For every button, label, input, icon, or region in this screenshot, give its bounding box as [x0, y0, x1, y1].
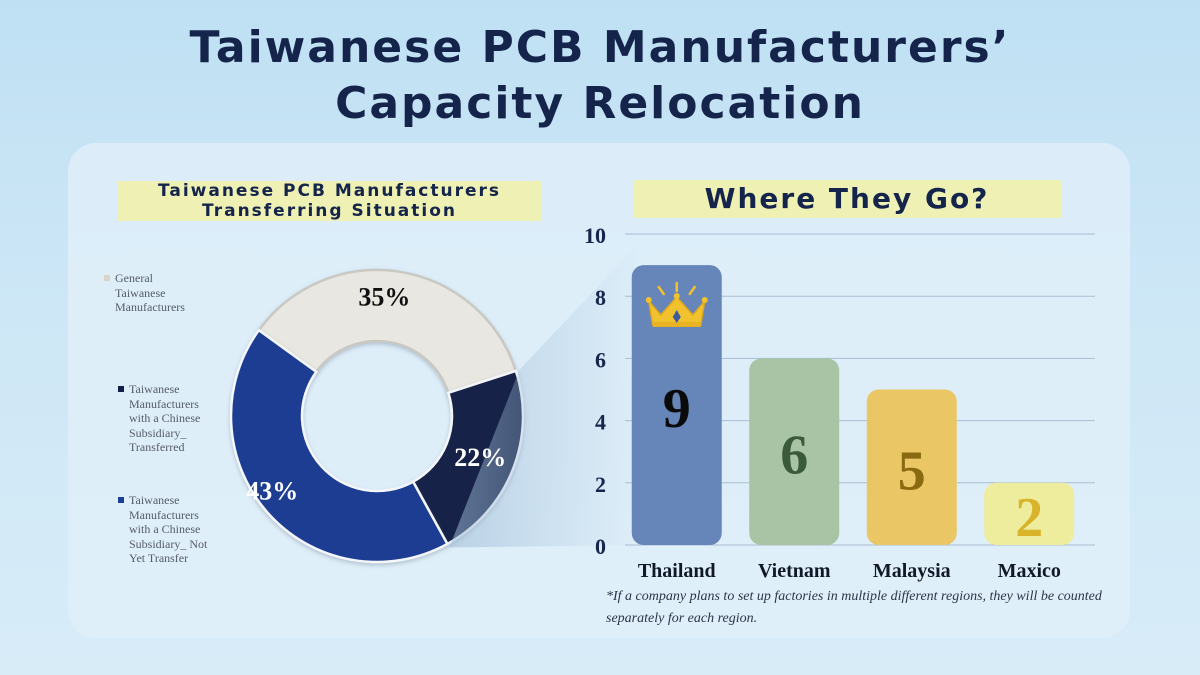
legend-label-line: Taiwanese: [115, 285, 166, 300]
donut-chart-title-line-2: Transferring Situation: [201, 201, 458, 221]
legend-label-line: General: [115, 271, 153, 285]
legend-label-line: Transferred: [129, 440, 185, 454]
legend-swatch: [118, 497, 124, 503]
donut-slice-label: 22%: [454, 443, 506, 472]
legend-label-line: Subsidiary_: [129, 425, 187, 440]
bar: [749, 358, 840, 545]
donut-chart-title: Taiwanese PCB Manufacturers Transferring…: [117, 181, 542, 221]
donut-slice: [257, 268, 518, 395]
y-tick-label: 0: [595, 534, 606, 559]
bar-value-label: 2: [1015, 487, 1043, 549]
zoom-wedge: [449, 240, 642, 548]
legend-swatch: [118, 386, 124, 392]
x-category-label: Vietnam: [758, 560, 831, 582]
bar: [866, 389, 957, 545]
legend-label-line: Manufacturers: [129, 507, 199, 522]
legend-label-line: with a Chinese: [129, 411, 201, 425]
bar-value-label: 9: [663, 378, 691, 440]
legend-swatch: [104, 275, 110, 281]
page-title-line-1: Taiwanese PCB Manufacturers’: [189, 22, 1011, 73]
y-tick-label: 8: [595, 285, 606, 310]
donut-slice: [229, 328, 450, 564]
donut-slice-label: 35%: [358, 282, 410, 311]
legend-label-line: with a Chinese: [129, 522, 201, 536]
y-tick-label: 4: [595, 410, 606, 435]
legend-label-line: Yet Transfer: [129, 551, 189, 565]
page-title: Taiwanese PCB Manufacturers’ Capacity Re…: [0, 20, 1200, 132]
donut-chart-title-line-1: Taiwanese PCB Manufacturers: [157, 181, 502, 201]
donut-slice-label: 43%: [246, 477, 298, 506]
bar: [631, 265, 722, 545]
legend-label-line: Taiwanese: [129, 382, 180, 396]
legend-label-line: Manufacturers: [129, 396, 199, 411]
y-tick-label: 2: [595, 472, 606, 497]
legend-label-line: Manufacturers: [115, 300, 185, 314]
crown-icon: [645, 281, 708, 327]
bar-chart-title: Where They Go?: [633, 180, 1061, 218]
x-category-label: Maxico: [998, 560, 1061, 582]
bar-value-label: 5: [898, 440, 926, 502]
y-tick-label: 6: [595, 347, 606, 372]
bar: [984, 482, 1075, 545]
footnote: *If a company plans to set up factories …: [606, 589, 1102, 626]
x-category-label: Malaysia: [873, 560, 951, 582]
bar-value-label: 6: [780, 425, 808, 487]
y-tick-label: 10: [584, 223, 606, 248]
x-category-label: Thailand: [638, 560, 716, 582]
legend-label-line: Subsidiary_ Not: [129, 536, 208, 551]
legend-label-line: Taiwanese: [129, 493, 180, 507]
page-title-line-2: Capacity Relocation: [335, 78, 865, 129]
